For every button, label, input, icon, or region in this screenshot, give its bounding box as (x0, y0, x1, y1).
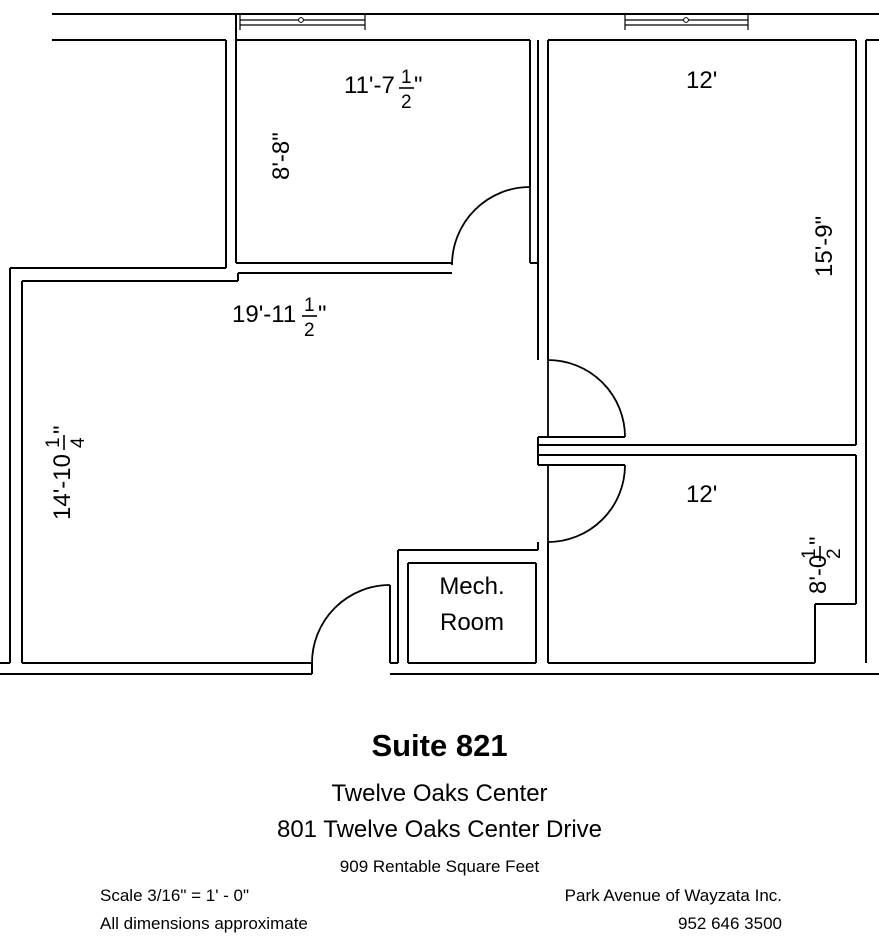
svg-text:1: 1 (799, 548, 820, 559)
scale-note: Scale 3/16" = 1' - 0" (100, 886, 250, 905)
dim-top-right-room-depth: 15'-9" (811, 216, 838, 277)
svg-text:2: 2 (824, 548, 845, 559)
svg-text:": " (49, 425, 76, 434)
mech-room-label-line2: Room (440, 609, 504, 636)
svg-text:1: 1 (43, 437, 64, 448)
mech-room-label-line1: Mech. (439, 573, 504, 600)
door-entry (311, 584, 391, 664)
rentable-area: 909 Rentable Square Feet (339, 857, 540, 876)
svg-text:": " (805, 536, 832, 545)
svg-text:1: 1 (401, 67, 412, 88)
svg-text:8'-0: 8'-0 (805, 555, 832, 594)
dim-top-right-room-width: 12' (686, 67, 717, 94)
door-top-left-room (451, 186, 531, 266)
center-name: Twelve Oaks Center (331, 780, 548, 807)
dim-bottom-right-room-width: 12' (686, 481, 717, 508)
walls (0, 13, 879, 675)
dim-top-left-room-depth: 8'-8" (268, 132, 295, 180)
dim-main-room-width: 19'-11 1 2 " (232, 295, 327, 341)
svg-text:2: 2 (304, 320, 315, 341)
floor-plan: 11'-7 1 2 " 8'-8" 12' 15'-9" 19'-11 1 2 … (0, 13, 879, 675)
svg-text:19'-11: 19'-11 (232, 301, 296, 328)
address: 801 Twelve Oaks Center Drive (276, 816, 603, 843)
approx-note: All dimensions approximate (100, 914, 308, 933)
dim-bottom-right-room-depth: 8'-0 1 2 " (799, 536, 845, 594)
svg-text:1: 1 (304, 295, 315, 316)
door-bottom-right-room (547, 464, 626, 543)
dim-main-room-depth: 14'-10 1 4 " (43, 425, 89, 520)
suite-title: Suite 821 (371, 728, 508, 763)
company-name: Park Avenue of Wayzata Inc. (564, 886, 782, 905)
door-top-right-room (547, 359, 626, 438)
svg-text:": " (318, 301, 327, 328)
svg-text:14'-10: 14'-10 (49, 454, 76, 520)
company-phone: 952 646 3500 (678, 914, 782, 933)
svg-text:": " (414, 72, 423, 99)
window-left (239, 14, 366, 30)
svg-text:11'-7: 11'-7 (344, 72, 395, 99)
window-right (624, 14, 749, 30)
svg-text:4: 4 (68, 437, 89, 448)
dim-top-left-room-width: 11'-7 1 2 " (344, 67, 423, 113)
svg-text:2: 2 (401, 92, 412, 113)
